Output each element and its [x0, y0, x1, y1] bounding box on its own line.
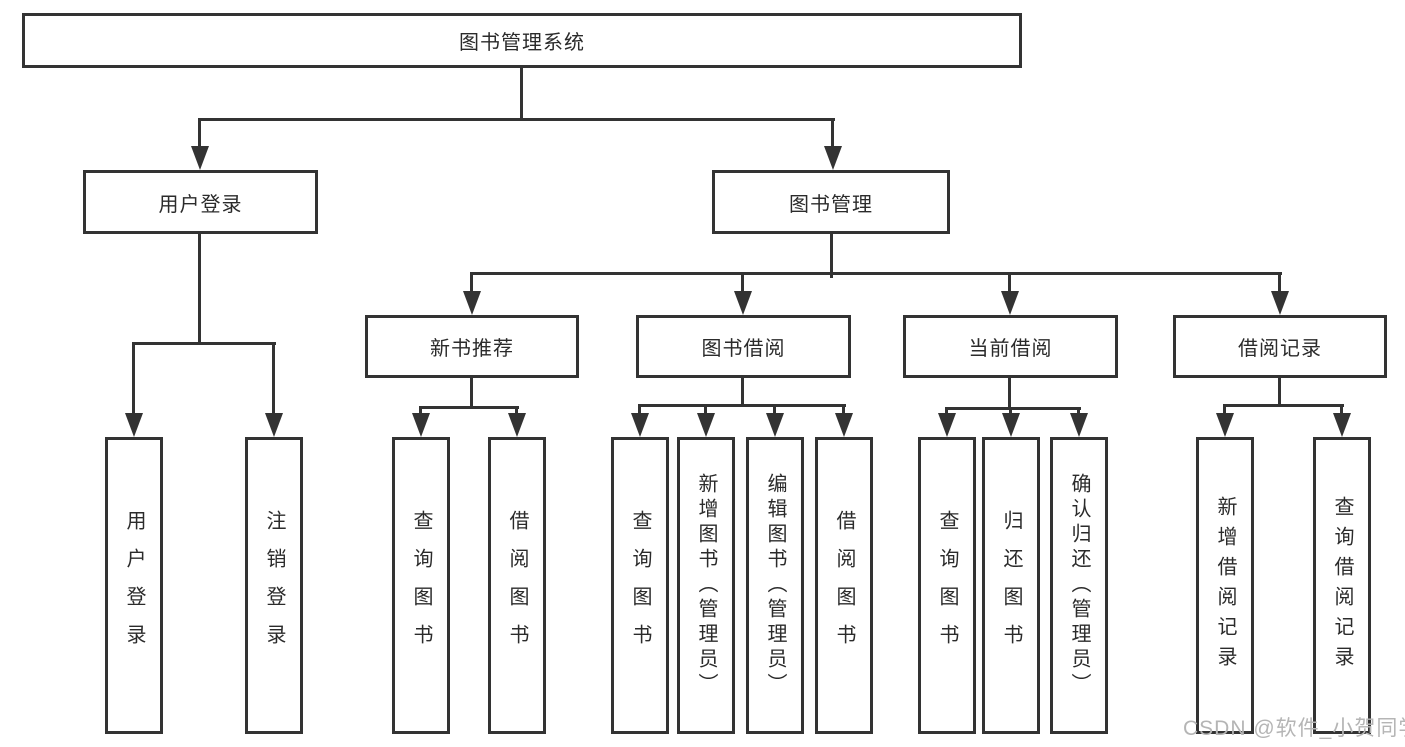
connector-line: [773, 404, 776, 415]
connector-line: [198, 118, 835, 121]
leaf-query-borrow-record-label: 查询借阅记录: [1331, 495, 1353, 676]
leaf-add-borrow-record-label: 新增借阅记录: [1214, 495, 1236, 676]
connector-line: [830, 234, 833, 278]
arrow-down-icon: [463, 291, 481, 315]
arrow-down-icon: [835, 413, 853, 437]
arrow-down-icon: [125, 413, 143, 437]
arrow-down-icon: [1271, 291, 1289, 315]
connector-line: [272, 342, 275, 415]
leaf-add-borrow-record: 新增借阅记录: [1196, 437, 1254, 734]
leaf-edit-book-admin: 编辑图书（管理员）: [746, 437, 804, 734]
connector-line: [132, 342, 276, 345]
leaf-borrow-books-borrowing: 借阅图书: [815, 437, 873, 734]
leaf-user-login-label: 用户登录: [123, 509, 145, 662]
connector-line: [741, 272, 744, 293]
arrow-down-icon: [1333, 413, 1351, 437]
connector-line: [704, 404, 707, 415]
arrow-down-icon: [191, 146, 209, 170]
connector-line: [638, 404, 846, 407]
node-current-borrowing: 当前借阅: [903, 315, 1118, 378]
node-borrowing-records-label: 借阅记录: [1238, 338, 1322, 360]
arrow-down-icon: [697, 413, 715, 437]
connector-line: [842, 404, 845, 415]
connector-line: [1077, 407, 1080, 415]
arrow-down-icon: [412, 413, 430, 437]
connector-line: [1223, 404, 1344, 407]
arrow-down-icon: [1216, 413, 1234, 437]
node-book-borrowing-label: 图书借阅: [701, 338, 786, 360]
connector-line: [470, 378, 473, 408]
leaf-logout-label: 注销登录: [263, 509, 285, 662]
connector-line: [515, 406, 518, 415]
connector-line: [470, 272, 473, 293]
leaf-edit-book-admin-label: 编辑图书（管理员）: [764, 473, 786, 698]
leaf-add-book-admin-label: 新增图书（管理员）: [695, 473, 717, 698]
leaf-query-books-recommend-label: 查询图书: [410, 509, 432, 662]
leaf-query-books-current-label: 查询图书: [936, 509, 958, 662]
node-current-borrowing-label: 当前借阅: [968, 338, 1053, 360]
connector-line: [1278, 272, 1281, 293]
node-new-book-recommendation: 新书推荐: [365, 315, 579, 378]
leaf-query-books-borrowing: 查询图书: [611, 437, 669, 734]
arrow-down-icon: [1070, 413, 1088, 437]
node-user-login-branch: 用户登录: [83, 170, 318, 234]
leaf-query-books-borrowing-label: 查询图书: [629, 509, 651, 662]
arrow-down-icon: [1002, 413, 1020, 437]
arrow-down-icon: [1001, 291, 1019, 315]
arrow-down-icon: [766, 413, 784, 437]
leaf-return-books-label: 归还图书: [1000, 509, 1022, 662]
connector-line: [1340, 404, 1343, 415]
node-book-management: 图书管理: [712, 170, 950, 234]
arrow-down-icon: [508, 413, 526, 437]
arrow-down-icon: [824, 146, 842, 170]
node-root-library-system: 图书管理系统: [22, 13, 1022, 68]
leaf-query-borrow-record: 查询借阅记录: [1313, 437, 1371, 734]
leaf-borrow-books-recommend: 借阅图书: [488, 437, 546, 734]
node-book-management-label: 图书管理: [789, 193, 873, 216]
connector-line: [520, 68, 523, 118]
connector-line: [741, 378, 744, 406]
connector-line: [945, 407, 1081, 410]
connector-line: [1008, 378, 1011, 409]
connector-line: [1008, 272, 1011, 293]
connector-line: [419, 406, 422, 415]
connector-line: [1278, 378, 1281, 406]
connector-line: [831, 118, 834, 148]
connector-line: [470, 272, 1282, 275]
leaf-confirm-return-admin: 确认归还（管理员）: [1050, 437, 1108, 734]
arrow-down-icon: [734, 291, 752, 315]
connector-line: [132, 342, 135, 415]
leaf-confirm-return-admin-label: 确认归还（管理员）: [1068, 473, 1090, 698]
node-borrowing-records: 借阅记录: [1173, 315, 1387, 378]
leaf-user-login: 用户登录: [105, 437, 163, 734]
leaf-return-books: 归还图书: [982, 437, 1040, 734]
connector-line: [419, 406, 519, 409]
connector-line: [198, 234, 201, 342]
leaf-query-books-recommend: 查询图书: [392, 437, 450, 734]
csdn-watermark: CSDN @软件_小贺同学: [1183, 717, 1405, 740]
connector-line: [945, 407, 948, 415]
connector-line: [1223, 404, 1226, 415]
leaf-add-book-admin: 新增图书（管理员）: [677, 437, 735, 734]
arrow-down-icon: [938, 413, 956, 437]
node-user-login-branch-label: 用户登录: [158, 193, 243, 216]
connector-line: [1009, 407, 1012, 415]
leaf-query-books-current: 查询图书: [918, 437, 976, 734]
node-root-label: 图书管理系统: [459, 32, 585, 54]
leaf-borrow-books-borrowing-label: 借阅图书: [833, 509, 855, 662]
connector-line: [198, 118, 201, 148]
leaf-borrow-books-recommend-label: 借阅图书: [506, 509, 528, 662]
arrow-down-icon: [265, 413, 283, 437]
node-new-book-recommendation-label: 新书推荐: [430, 338, 514, 360]
node-book-borrowing: 图书借阅: [636, 315, 851, 378]
connector-line: [638, 404, 641, 415]
arrow-down-icon: [631, 413, 649, 437]
leaf-logout: 注销登录: [245, 437, 303, 734]
